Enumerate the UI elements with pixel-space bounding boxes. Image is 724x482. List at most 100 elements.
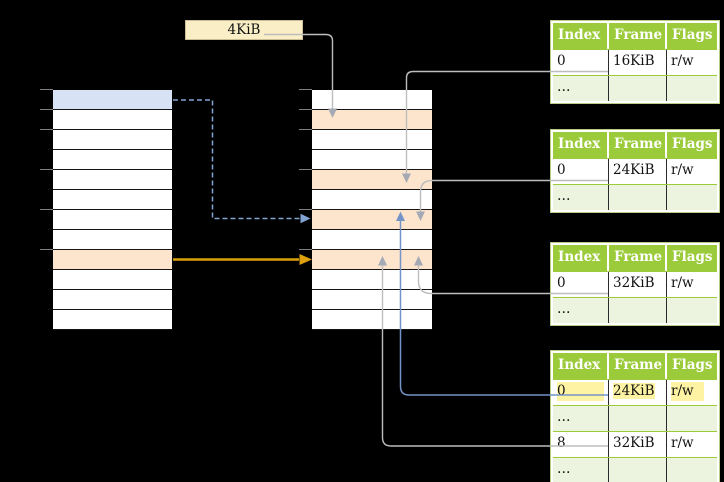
table-row: … — [553, 75, 717, 101]
memory-row — [53, 90, 172, 110]
table-row: … — [553, 457, 717, 482]
table-cell: r/w — [667, 272, 717, 297]
table-header-cell: Flags — [667, 132, 717, 158]
table-header-cell: Frame — [609, 23, 667, 49]
tick-mark — [40, 89, 53, 90]
memory-row — [53, 170, 172, 190]
tick-mark — [40, 249, 53, 250]
table-cell: 0 — [553, 50, 609, 75]
table-cell: 24KiB — [609, 159, 667, 184]
table-cell — [609, 458, 667, 482]
table-cell-text: 0 — [557, 162, 566, 178]
connector-orange-left-to-memory — [173, 254, 312, 265]
table-row: … — [553, 405, 717, 431]
memory-row — [312, 230, 432, 250]
table-cell-text: 32KiB — [613, 275, 655, 291]
table-cell — [609, 406, 667, 431]
table-cell: r/w — [667, 380, 717, 405]
memory-row — [312, 250, 432, 270]
memory-row — [53, 290, 172, 310]
memory-row — [312, 110, 432, 130]
memory-row — [312, 270, 432, 290]
table-cell — [667, 185, 717, 210]
table-cell-text: … — [557, 409, 571, 425]
memory-row — [53, 270, 172, 290]
table-cell: … — [553, 406, 609, 431]
table-cell: r/w — [667, 159, 717, 184]
table-cell: 24KiB — [609, 380, 667, 405]
table-header-cell: Flags — [667, 353, 717, 379]
memory-row — [53, 130, 172, 150]
table-cell-text: r/w — [671, 162, 694, 178]
table-cell-text: 32KiB — [613, 435, 655, 451]
tick-mark — [299, 249, 312, 250]
memory-row — [53, 150, 172, 170]
page-size-label: 4KiB — [185, 20, 303, 40]
table-header-cell: Flags — [667, 23, 717, 49]
table-cell: 16KiB — [609, 50, 667, 75]
table-cell-text: … — [557, 79, 571, 95]
table-header-cell: Index — [553, 353, 609, 379]
table-cell-text: r/w — [671, 53, 694, 69]
table-cell-text: r/w — [671, 275, 694, 291]
tick-mark — [299, 169, 312, 170]
table-cell-text: 0 — [557, 275, 566, 291]
table-cell-text: 24KiB — [613, 383, 655, 399]
table-header-cell: Frame — [609, 132, 667, 158]
table-row: 0 24KiB r/w — [553, 379, 717, 405]
table-cell: 0 — [553, 380, 609, 405]
table-cell-text: 8 — [557, 435, 566, 451]
page-size-label-text: 4KiB — [227, 22, 261, 38]
table-row: … — [553, 184, 717, 210]
arrow-right-icon — [300, 213, 311, 224]
tick-mark — [299, 209, 312, 210]
arrow-right-icon — [299, 254, 312, 265]
connector-line — [173, 99, 300, 220]
table-row: 0 24KiB r/w — [553, 158, 717, 184]
table-cell: … — [553, 298, 609, 323]
middle-memory-column — [312, 90, 432, 330]
tick-mark — [40, 109, 53, 110]
table-header-cell: Frame — [609, 245, 667, 271]
table-cell: 32KiB — [609, 432, 667, 457]
memory-row — [312, 310, 432, 330]
table-cell: 0 — [553, 159, 609, 184]
table-cell-text: 24KiB — [613, 162, 655, 178]
table-header-cell: Index — [553, 132, 609, 158]
table-header-cell: Index — [553, 23, 609, 49]
memory-row — [312, 90, 432, 110]
memory-row — [312, 170, 432, 190]
connector-dashed-left-to-memory — [173, 99, 311, 224]
memory-row — [53, 110, 172, 130]
table-row: 0 32KiB r/w — [553, 271, 717, 297]
table-header-cell: Frame — [609, 353, 667, 379]
memory-row — [53, 210, 172, 230]
table-cell-text: r/w — [671, 382, 704, 401]
left-memory-column — [53, 90, 172, 330]
table-cell: … — [553, 458, 609, 482]
tick-mark — [299, 89, 312, 90]
table-cell-text: 0 — [557, 382, 604, 401]
table-cell: r/w — [667, 50, 717, 75]
table-cell — [609, 76, 667, 101]
table-cell: 32KiB — [609, 272, 667, 297]
memory-row — [312, 130, 432, 150]
table-cell-text: … — [557, 461, 571, 477]
table-cell: 8 — [553, 432, 609, 457]
table-cell — [667, 406, 717, 431]
table-cell — [609, 298, 667, 323]
tick-mark — [40, 169, 53, 170]
table-cell-text: 16KiB — [613, 53, 655, 69]
memory-row — [312, 210, 432, 230]
